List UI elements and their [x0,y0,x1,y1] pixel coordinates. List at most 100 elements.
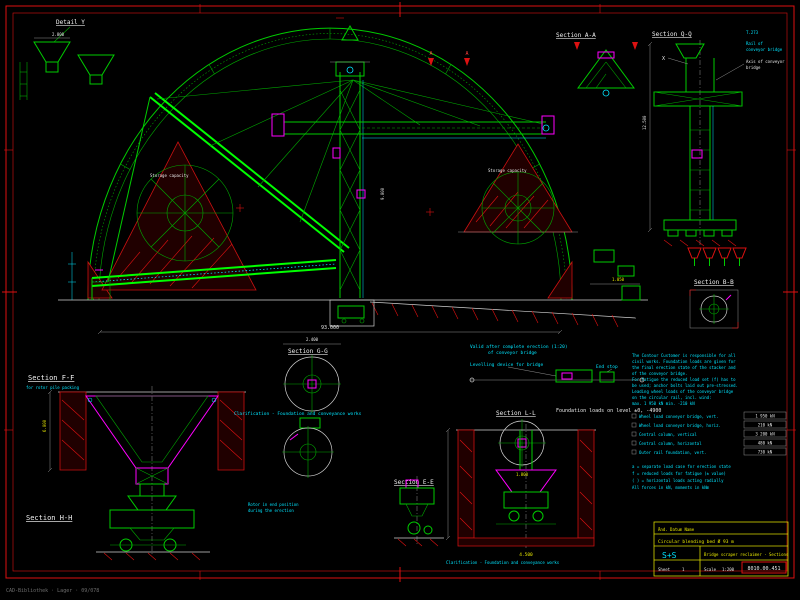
pit-dim: 4.500 [519,552,533,558]
section-bb-label: Section B-B [694,279,734,286]
t273-ref: T.273 [746,30,759,35]
section-ll-label: Section L-L [496,410,536,417]
detail-y-label: Detail Y [56,19,85,26]
gg-dim: 2.400 [306,337,319,342]
load-row-value: 210 kN [758,423,773,428]
rail-note-2: conveyor bridge [746,47,783,52]
tower-dim-text: 9.000 [380,187,385,200]
storage-capacity-left-label: Storage capacity [150,173,189,178]
section-cut-markers: A A [68,51,470,300]
title-rev-row: Änd. Datum Name [658,527,695,532]
clarification-note-2: Clarification - Foundation and conveyanc… [446,560,560,565]
axis-note-1: Axis of conveyor [746,59,785,64]
detail-y-dim: 2.800 [52,32,65,37]
valid-note-2: of conveyor bridge [488,350,537,356]
section-bb-view: Section B-B [689,279,739,329]
foundation-title: Foundation loads on level ±0, -4900 [556,408,661,414]
ff-note: for rotor pile packing [26,385,80,390]
section-qq-label: Section Q-Q [652,31,692,38]
sheet-label: Sheet [658,567,671,572]
dome-arch [87,17,573,301]
title-project-1: Circular blending bed Ø 93 m [658,538,734,545]
note-line: of the conveyor bridge. [632,371,687,376]
rotor-note: Rotor in end position during the erectio… [248,502,299,513]
section-ee-label: Section E-E [394,479,434,486]
drawing-number: 8010.00.451 [747,566,780,572]
span-dim-text: 93.000 [321,325,339,331]
load-row-label: Wheel load conveyor bridge, vert. [639,414,718,419]
legend-line: f = reduced loads for fatigue (± value) [632,471,726,476]
note-line: be used; anchor bolts laid out pre-stres… [632,383,738,388]
pit-detail-view: 4.500 [445,424,596,558]
note-line: Leading wheel loads of the conveyor brid… [632,389,734,394]
levelling-note: Levelling device for bridge [470,362,543,368]
section-qq-view: Section Q-Q 12.500 X T.273 Rail of [642,30,785,247]
drawing-frame [2,2,798,582]
mid-right-details [593,249,635,277]
upper-boom [271,113,555,139]
capacity-circle-left: Storage capacity [136,164,234,262]
load-row-value: 480 kN [758,441,773,446]
legend-block: a = separate load case for erection stat… [632,464,731,490]
end-stop-note: End stop [596,364,618,370]
rotor-note-2: during the erection [248,508,294,513]
title-project-2: Bridge scraper reclaimer · Sections [704,552,789,557]
sheet-value: 1 [682,567,685,572]
levelling-device-view: Valid after complete erection (1:20) of … [469,344,645,383]
load-row-label: Central column, vertical [639,432,697,437]
rotor-note-1: Rotor in end position [248,502,299,507]
load-row-value: 3 200 kN [755,432,775,437]
load-row-label: Wheel load conveyor bridge, horiz. [639,423,721,428]
section-aa-view: Section A-A [556,32,638,97]
legend-line: All forces in kN, moments in kNm [632,485,710,490]
footer-note: CAD-Bibliothek · Lager · 09/078 [6,588,99,594]
section-ff-view: Section F-F for rotor pile packing 6.000 [26,374,246,556]
storage-capacity-right-label: Storage capacity [488,168,527,173]
central-tower [330,61,370,298]
load-row-value: 730 kN [758,450,773,455]
note-line: For fatigue the reduced load set (f) has… [632,377,736,382]
stacker-boom [92,92,350,283]
clarification-note-1: Clarification - Foundation and conveyanc… [234,411,362,417]
valid-note-1: Valid after complete erection (1:20) [470,344,568,350]
load-row-label: Outer rail foundation, vert. [639,450,706,455]
note-line: civil works. Foundation loads are given … [632,359,736,364]
load-row-label: Central column, horizontal [639,441,702,446]
note-line: on the circular rail, incl. wind: [632,395,711,400]
hopper-row [687,247,747,266]
company-logo: S+S [662,551,677,560]
gallery-dim: 1.050 [612,277,625,282]
section-gg-view: Section G-G 2.400 [282,337,341,478]
scale-label: Scale [704,567,717,572]
stay-cables [156,79,544,223]
foundation-loads: Foundation loads on level ±0, -4900 Whee… [556,408,787,456]
note-line: the final erection state of the stacker … [632,365,736,370]
conveyor-bridge [91,259,337,300]
scale-value: 1:200 [722,567,735,572]
capacity-circle-right: Storage capacity [481,168,555,245]
marker-a-1: A [429,51,432,57]
axis-note-2: bridge [746,65,761,70]
title-block: Änd. Datum Name Circular blending bed Ø … [653,521,789,577]
load-row-value: 1 950 kN [755,414,775,419]
legend-line: ( ) = horizontal loads acting radially [632,478,724,483]
section-gg-label: Section G-G [288,348,328,355]
marker-a-2: A [465,51,468,57]
ff-dim: 6.000 [42,419,47,432]
section-ee-view: Section E-E [394,476,444,547]
qq-dim-text: 12.500 [642,115,647,130]
notes-block: The Contour Customer is responsible for … [632,353,738,406]
note-line: The Contour Customer is responsible for … [632,353,736,358]
section-ff-label: Section F-F [28,374,74,382]
rail-note-1: Rail of [746,41,763,46]
ll-dim: 1.800 [516,472,529,477]
detail-y-view: Detail Y 2.800 [19,19,115,100]
note-line: max. 1 950 kN min. -210 kN [632,401,695,406]
section-aa-label: Section A-A [556,32,596,39]
span-dimension: 93.000 9.000 [97,187,563,335]
section-hh-view: Section H-H [26,495,210,561]
legend-line: a = separate load case for erection stat… [632,464,731,469]
section-hh-label: Section H-H [26,514,72,522]
